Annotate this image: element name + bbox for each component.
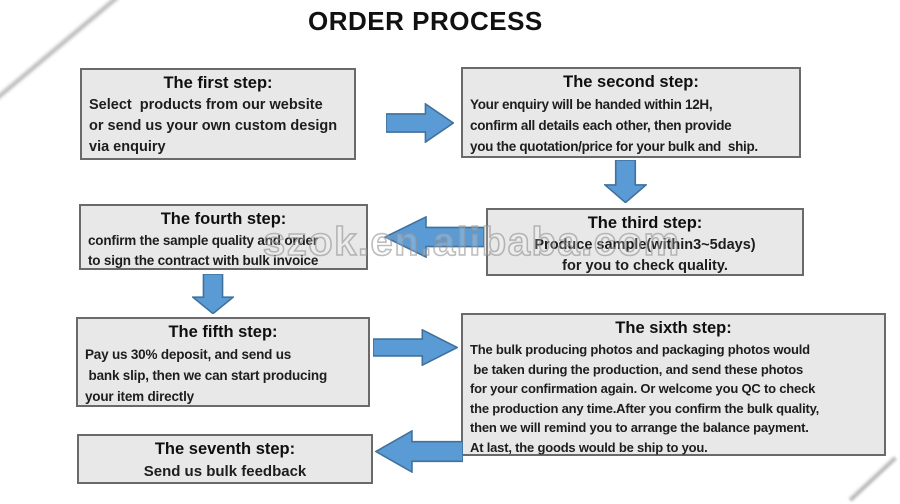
step-title: The fifth step:: [168, 323, 278, 341]
step-line: Select products from our website: [89, 97, 323, 113]
step-line: the production any time.After you confir…: [470, 400, 820, 416]
step-line: Your enquiry will be handed within 12H,: [470, 97, 713, 112]
step-line: for you to check quality.: [562, 258, 728, 274]
step-line: bank slip, then we can start producing: [85, 368, 328, 383]
step-title: The fourth step:: [160, 210, 287, 228]
step-line: then we will remind you to arrange the b…: [470, 420, 809, 435]
step-line: At last, the goods would be ship to you.: [470, 439, 708, 455]
step-box-third: The third step: Produce sample(within3~5…: [486, 208, 804, 276]
step-line: or send us your own custom design: [89, 118, 338, 134]
step-title: The third step:: [587, 214, 703, 232]
right-arrow-icon: [373, 329, 458, 366]
step-title: The first step:: [163, 74, 273, 92]
step-line: for your confirmation again. Or welcome …: [470, 381, 816, 396]
step-box-sixth: The sixth step: The bulk producing photo…: [461, 313, 886, 456]
step-line: be taken during the production, and send…: [470, 361, 803, 377]
step-line: via enquiry: [89, 139, 166, 155]
down-arrow-icon: [192, 274, 234, 314]
left-arrow-icon: [375, 430, 463, 473]
step-box-fifth: The fifth step: Pay us 30% deposit, and …: [76, 317, 370, 407]
step-line: confirm all details each other, then pro…: [470, 118, 732, 133]
step-line: your item directly: [85, 389, 194, 404]
down-arrow-icon: [604, 160, 647, 203]
step-box-first: The first step: Select products from our…: [80, 68, 356, 160]
right-arrow-icon: [386, 103, 454, 143]
step-box-fourth: The fourth step: confirm the sample qual…: [79, 204, 368, 270]
step-line: The bulk producing photos and packaging …: [470, 342, 810, 357]
step-title: The sixth step:: [615, 319, 732, 337]
page-title: ORDER PROCESS: [308, 6, 543, 36]
step-line: Send us bulk feedback: [143, 463, 307, 480]
step-box-seventh: The seventh step: Send us bulk feedback: [77, 434, 373, 484]
step-line: you the quotation/price for your bulk an…: [470, 139, 758, 154]
step-title: The seventh step:: [154, 440, 296, 458]
step-line: confirm the sample quality and order: [88, 233, 318, 248]
step-line: Produce sample(within3~5days): [534, 237, 756, 253]
page-curl-bottom-right: [847, 455, 898, 503]
step-title: The second step:: [563, 73, 699, 91]
step-line: to sign the contract with bulk invoice: [88, 253, 319, 268]
step-box-second: The second step: Your enquiry will be ha…: [461, 67, 801, 158]
step-line: Pay us 30% deposit, and send us: [85, 347, 292, 362]
left-arrow-icon: [384, 216, 484, 258]
